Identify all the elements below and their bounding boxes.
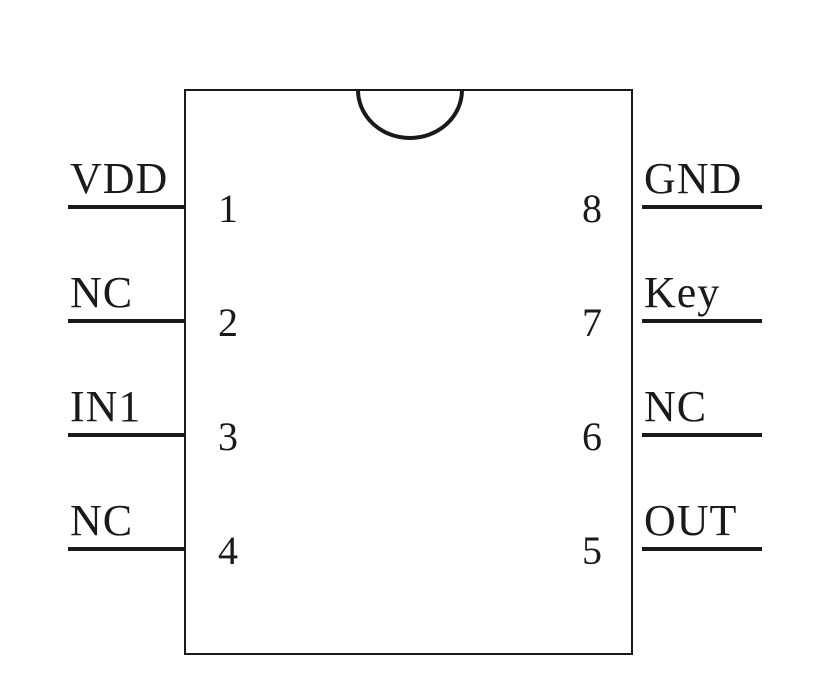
pin-5-number: 5 xyxy=(582,528,602,573)
chip-body xyxy=(184,89,633,655)
pin-6-number: 6 xyxy=(582,414,602,459)
pin-2-number: 2 xyxy=(218,300,238,345)
pin-5-label: OUT xyxy=(644,496,737,545)
pin-3-number: 3 xyxy=(218,414,238,459)
pin-4-number: 4 xyxy=(218,528,238,573)
pin-1-number: 1 xyxy=(218,186,238,231)
pin-3: IN1 3 xyxy=(68,382,238,459)
chip-notch xyxy=(356,89,464,140)
pin-7-number: 7 xyxy=(582,300,602,345)
pin-7-label: Key xyxy=(644,268,720,317)
pin-5: OUT 5 xyxy=(582,496,762,573)
pin-1-label: VDD xyxy=(70,154,168,203)
pin-1: VDD 1 xyxy=(68,154,238,231)
pin-4-label: NC xyxy=(70,496,133,545)
pin-8: GND 8 xyxy=(582,154,762,231)
pin-8-label: GND xyxy=(644,154,742,203)
pin-2-label: NC xyxy=(70,268,133,317)
pin-3-label: IN1 xyxy=(70,382,141,431)
pin-4: NC 4 xyxy=(68,496,238,573)
pin-6-label: NC xyxy=(644,382,707,431)
pin-6: NC 6 xyxy=(582,382,762,459)
pin-2: NC 2 xyxy=(68,268,238,345)
pin-7: Key 7 xyxy=(582,268,762,345)
pin-8-number: 8 xyxy=(582,186,602,231)
